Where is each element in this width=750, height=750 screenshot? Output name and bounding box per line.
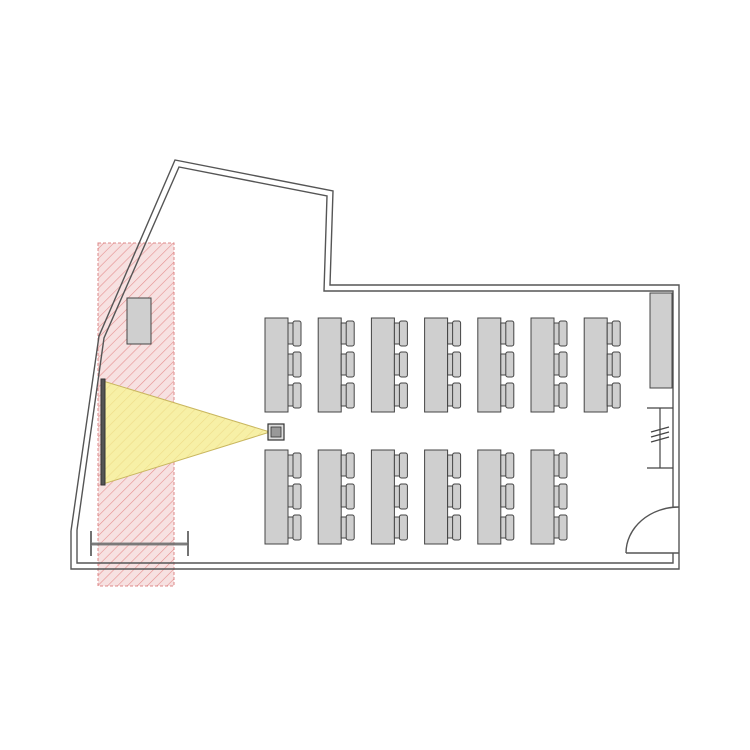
- desk-group: [424, 317, 462, 413]
- chair-back: [398, 320, 408, 347]
- desk: [317, 317, 342, 413]
- desk: [530, 317, 555, 413]
- desk: [583, 317, 608, 413]
- wall-cabinet: [649, 292, 673, 389]
- chair-back: [292, 483, 302, 510]
- chair-back: [398, 483, 408, 510]
- chair-back: [452, 351, 462, 378]
- projector: [267, 423, 285, 441]
- chair-back: [452, 483, 462, 510]
- chair-back: [345, 452, 355, 479]
- chair-back: [505, 320, 515, 347]
- whiteboard-rail: [90, 531, 189, 556]
- desk-group: [370, 449, 408, 545]
- chair-back: [345, 351, 355, 378]
- desk-group: [317, 317, 355, 413]
- chair-back: [505, 452, 515, 479]
- projection-cone-hatch: [103, 381, 270, 484]
- desk-group: [370, 317, 408, 413]
- door[interactable]: [625, 506, 680, 554]
- chair-back: [292, 382, 302, 409]
- chair-back: [558, 514, 568, 541]
- seating-area: [264, 317, 621, 545]
- chair-back: [611, 320, 621, 347]
- desk: [424, 317, 449, 413]
- chair-back: [505, 483, 515, 510]
- desk-group: [583, 317, 621, 413]
- outer-wall: [70, 159, 680, 570]
- desk: [264, 317, 289, 413]
- chair-back: [292, 452, 302, 479]
- chair-back: [452, 452, 462, 479]
- desk-group: [264, 317, 302, 413]
- desk: [477, 449, 502, 545]
- chair-back: [611, 382, 621, 409]
- desk: [370, 449, 395, 545]
- chair-back: [345, 320, 355, 347]
- podium: [126, 297, 152, 345]
- projection-screen: [100, 378, 106, 486]
- desk: [424, 449, 449, 545]
- chair-back: [611, 351, 621, 378]
- chair-back: [398, 452, 408, 479]
- desk: [264, 449, 289, 545]
- desk: [370, 317, 395, 413]
- right-wall-window: [647, 407, 673, 469]
- chair-back: [452, 320, 462, 347]
- desk: [530, 449, 555, 545]
- chair-back: [345, 382, 355, 409]
- chair-back: [345, 514, 355, 541]
- chair-back: [558, 320, 568, 347]
- desk: [317, 449, 342, 545]
- desk-group: [477, 449, 515, 545]
- chair-back: [452, 514, 462, 541]
- chair-back: [398, 351, 408, 378]
- chair-back: [345, 483, 355, 510]
- chair-back: [292, 351, 302, 378]
- desk: [477, 317, 502, 413]
- chair-back: [505, 514, 515, 541]
- chair-back: [558, 382, 568, 409]
- chair-back: [558, 452, 568, 479]
- chair-back: [398, 514, 408, 541]
- chair-back: [505, 382, 515, 409]
- inner-wall: [76, 166, 674, 564]
- desk-group: [424, 449, 462, 545]
- desk-group: [530, 317, 568, 413]
- desk-group: [530, 449, 568, 545]
- chair-back: [558, 483, 568, 510]
- desk-group: [317, 449, 355, 545]
- chair-back: [292, 320, 302, 347]
- chair-back: [505, 351, 515, 378]
- desk-group: [477, 317, 515, 413]
- chair-back: [558, 351, 568, 378]
- chair-back: [398, 382, 408, 409]
- desk-group: [264, 449, 302, 545]
- chair-back: [292, 514, 302, 541]
- chair-back: [452, 382, 462, 409]
